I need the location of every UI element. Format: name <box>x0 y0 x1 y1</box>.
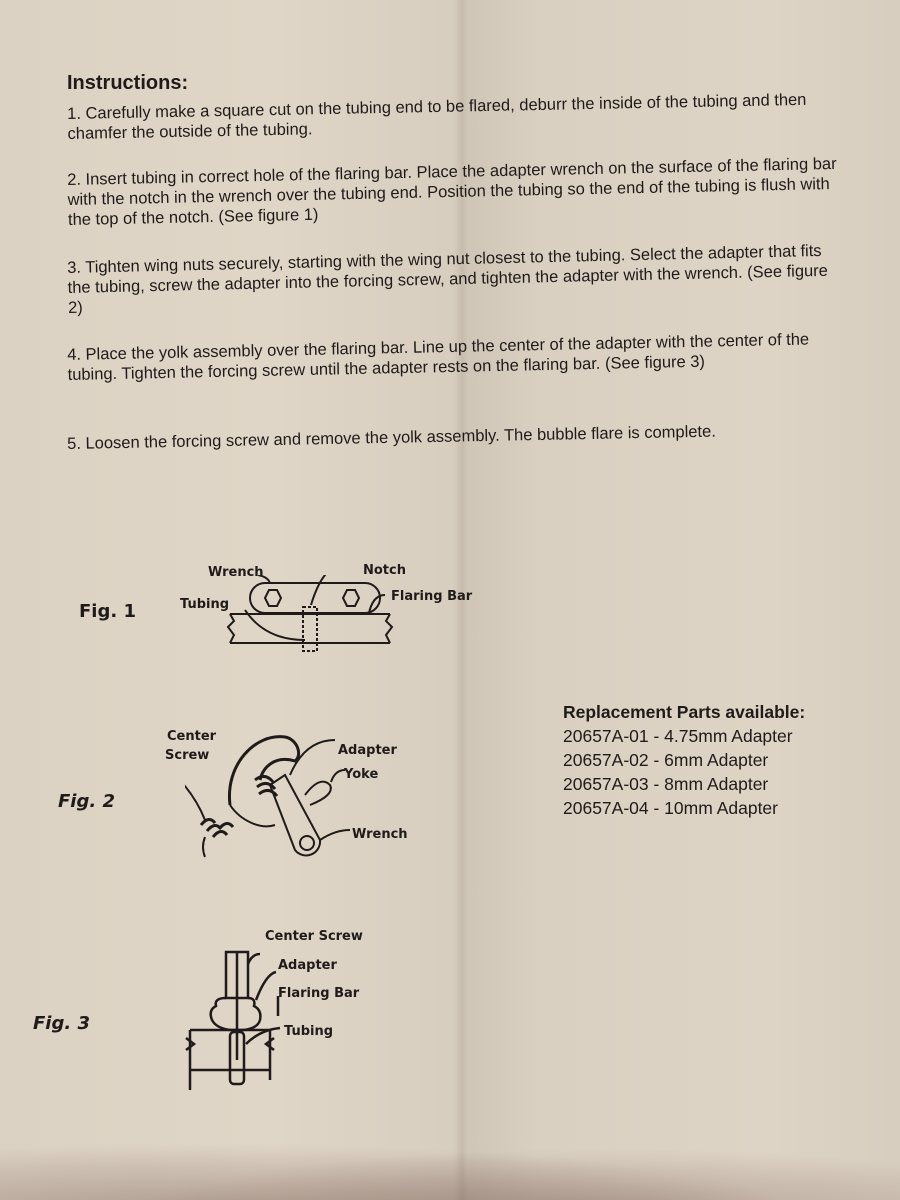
photo-shadow <box>0 1130 900 1200</box>
fig2-yoke-wrench-diagram <box>185 735 351 858</box>
instructions-heading: Instructions: <box>67 72 189 94</box>
fig2-callout-yoke: Yoke <box>344 767 379 782</box>
replacement-part-item: 20657A-04 - 10mm Adapter <box>563 798 778 818</box>
fig3-label: Fig. 3 <box>33 1013 90 1034</box>
replacement-part-item: 20657A-03 - 8mm Adapter <box>563 774 769 794</box>
fig2-label: Fig. 2 <box>58 791 115 812</box>
replacement-parts-list: Replacement Parts available: 20657A-01 -… <box>563 700 805 820</box>
replacement-parts-heading: Replacement Parts available: <box>563 702 806 722</box>
fig1-callout-tubing: Tubing <box>180 597 230 612</box>
fig3-callout-tubing: Tubing <box>284 1024 334 1039</box>
fig3-flare-cross-section-diagram <box>185 950 280 1090</box>
fig2-callout-adapter: Adapter <box>338 743 397 758</box>
fig3-callout-center-screw: Center Screw <box>265 929 363 944</box>
fig3-callout-flaring-bar: Flaring Bar <box>278 986 360 1001</box>
paper-fold-crease <box>455 0 469 1200</box>
instruction-step-2: 2. Insert tubing in correct hole of the … <box>67 154 837 229</box>
fig1-callout-wrench: Wrench <box>208 565 264 580</box>
fig1-label: Fig. 1 <box>79 601 136 622</box>
fig2-callout-screw: Screw <box>165 748 210 763</box>
fig1-callout-notch: Notch <box>363 563 406 578</box>
instruction-step-3: 3. Tighten wing nuts securely, starting … <box>67 241 829 317</box>
fig2-callout-wrench: Wrench <box>352 827 408 842</box>
instruction-step-4: 4. Place the yolk assembly over the flar… <box>67 330 810 384</box>
replacement-part-item: 20657A-01 - 4.75mm Adapter <box>563 726 793 746</box>
fig1-flaring-bar-diagram <box>226 575 394 652</box>
instruction-step-1: 1. Carefully make a square cut on the tu… <box>67 90 807 143</box>
replacement-part-item: 20657A-02 - 6mm Adapter <box>563 750 769 770</box>
fig3-callout-adapter: Adapter <box>278 958 337 973</box>
fig2-callout-center: Center <box>167 729 217 744</box>
fig1-callout-flaring-bar: Flaring Bar <box>391 589 473 604</box>
